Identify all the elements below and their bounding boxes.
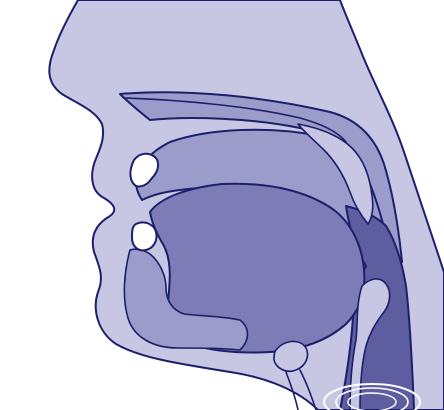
upper-teeth	[129, 152, 160, 188]
larynx-tube	[299, 369, 317, 410]
lower-lip-jaw	[123, 248, 249, 351]
soft-palate-velum	[297, 123, 374, 225]
hyoid-cartilage	[273, 340, 309, 373]
ring-outer	[323, 383, 421, 410]
ring-middle	[335, 387, 409, 410]
hard-palate-line	[123, 97, 347, 143]
lower-teeth	[131, 221, 158, 252]
vocal-fold-rings	[323, 383, 421, 410]
tongue	[149, 182, 366, 354]
larynx-tube-inner	[285, 371, 299, 410]
ring-inner	[347, 392, 397, 410]
epiglottis	[349, 278, 391, 410]
